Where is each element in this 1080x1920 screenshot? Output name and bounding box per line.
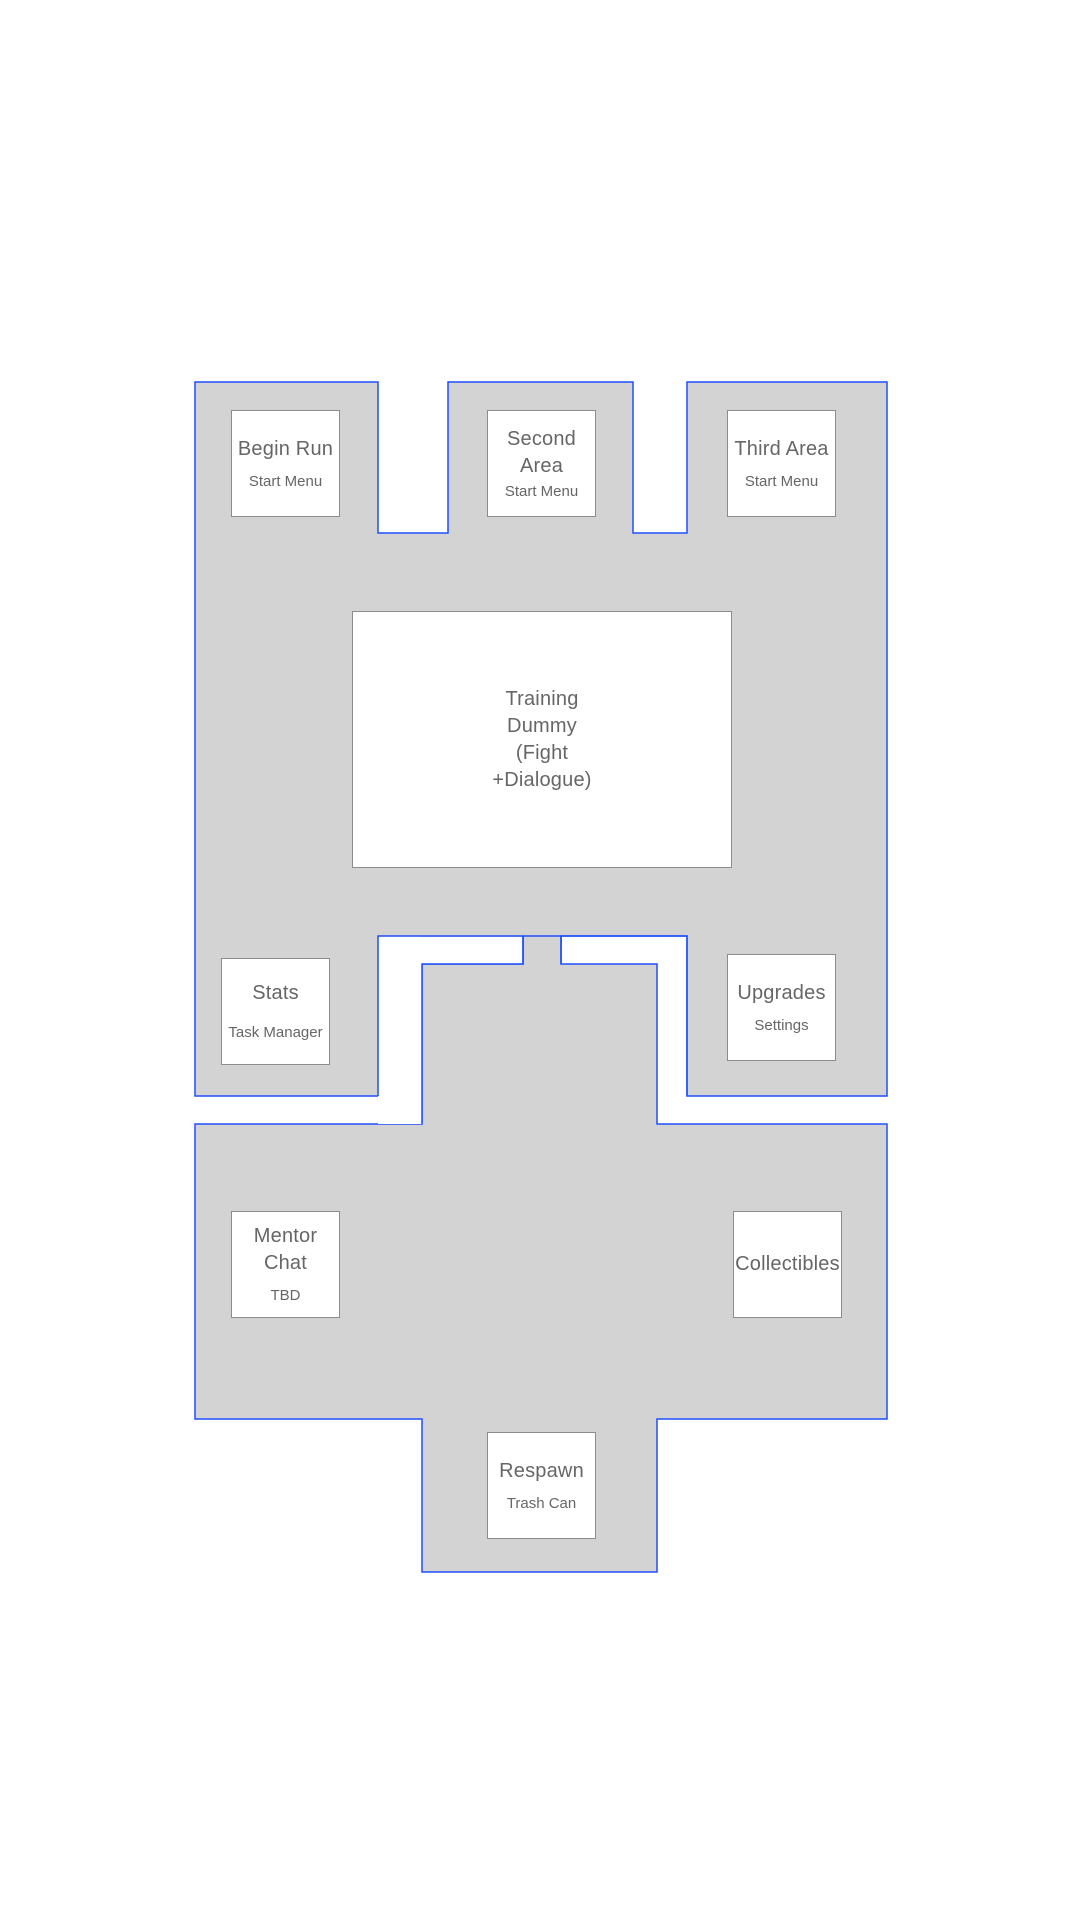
room-title: Third Area bbox=[734, 437, 829, 460]
neck-outline bbox=[522, 936, 562, 964]
room-collectibles[interactable]: Collectibles bbox=[733, 1211, 842, 1318]
room-third-area[interactable]: Third Area Start Menu bbox=[727, 410, 836, 517]
room-title: Second Area bbox=[506, 427, 577, 477]
room-upgrades[interactable]: Upgrades Settings bbox=[727, 954, 836, 1061]
room-begin-run[interactable]: Begin Run Start Menu bbox=[231, 410, 340, 517]
room-second-area[interactable]: Second Area Start Menu bbox=[487, 410, 596, 517]
room-title: Begin Run bbox=[237, 437, 334, 460]
room-title: Stats bbox=[252, 982, 299, 1004]
room-subtitle: Start Menu bbox=[744, 472, 819, 490]
room-stats[interactable]: Stats Task Manager bbox=[221, 958, 330, 1065]
room-subtitle: Start Menu bbox=[504, 482, 579, 500]
room-subtitle: TBD bbox=[270, 1287, 301, 1304]
room-title: Mentor Chat bbox=[253, 1225, 318, 1274]
room-training-dummy[interactable]: Training Dummy (Fight +Dialogue) bbox=[352, 611, 732, 868]
room-title: Collectibles bbox=[735, 1253, 840, 1275]
room-title: Training Dummy (Fight +Dialogue) bbox=[492, 687, 592, 791]
room-respawn[interactable]: Respawn Trash Can bbox=[487, 1432, 596, 1539]
room-subtitle: Trash Can bbox=[506, 1494, 577, 1512]
room-subtitle: Task Manager bbox=[228, 1024, 323, 1041]
lower-hub-mask-fix bbox=[379, 937, 523, 1123]
lower-wing-floor bbox=[194, 935, 888, 1573]
room-subtitle: Settings bbox=[754, 1016, 809, 1034]
room-subtitle: Start Menu bbox=[248, 472, 323, 490]
room-title: Respawn bbox=[499, 1459, 584, 1482]
room-title: Upgrades bbox=[737, 981, 826, 1004]
room-mentor-chat[interactable]: Mentor Chat TBD bbox=[231, 1211, 340, 1318]
